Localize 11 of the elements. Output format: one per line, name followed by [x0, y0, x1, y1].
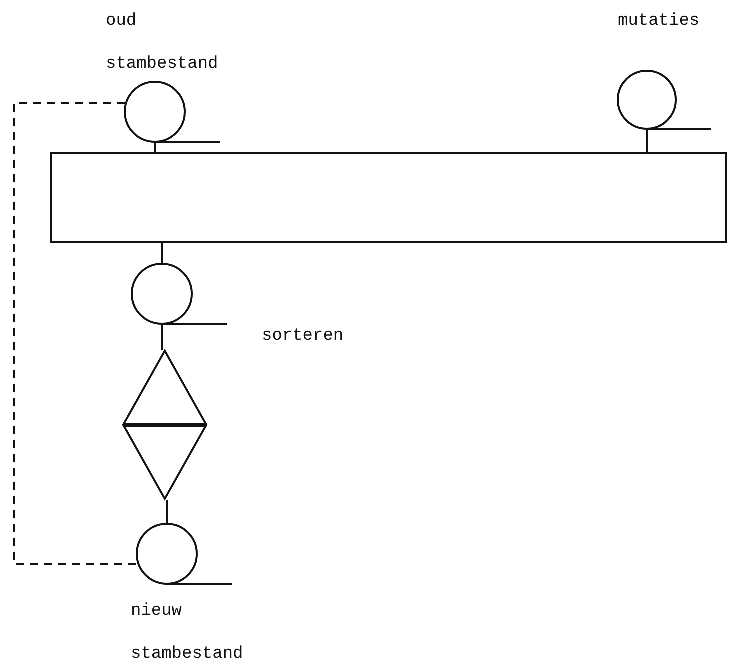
- connector-line: [161, 325, 163, 350]
- node-caption: sorteren: [262, 326, 344, 348]
- node-label: nieuw stambestand: [131, 601, 244, 666]
- connector-line: [161, 243, 163, 263]
- connector-line: [646, 130, 648, 152]
- node-label: mutaties: [618, 11, 701, 33]
- connector-line: [166, 500, 168, 523]
- process-box: [50, 152, 727, 243]
- connector-line: [154, 143, 156, 152]
- node-label: oud stambestand: [106, 11, 220, 76]
- connector-line: [13, 102, 136, 565]
